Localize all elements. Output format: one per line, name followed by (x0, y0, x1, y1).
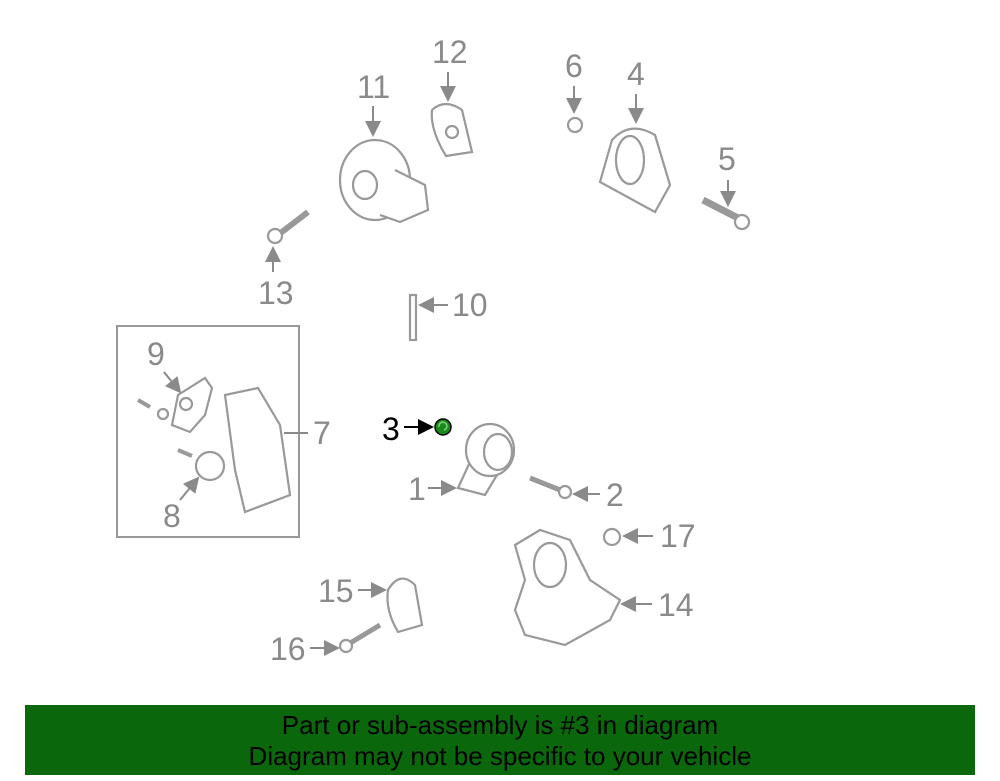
callout-8: 8 (163, 476, 200, 534)
callout-7: 7 (284, 415, 331, 451)
callout-10: 10 (418, 287, 488, 323)
part-17-nut[interactable] (602, 527, 622, 547)
svg-text:16: 16 (270, 631, 306, 667)
svg-text:9: 9 (147, 336, 165, 372)
part-6-nut[interactable] (566, 116, 584, 134)
svg-text:10: 10 (452, 287, 488, 323)
callout-16: 16 (270, 631, 340, 667)
svg-text:1: 1 (408, 471, 426, 507)
svg-text:12: 12 (432, 34, 468, 70)
part-13-bolt[interactable] (266, 209, 310, 245)
callout-13: 13 (258, 246, 294, 311)
callout-2: 2 (572, 477, 624, 513)
part-14-mount[interactable] (513, 528, 622, 647)
callout-1: 1 (408, 471, 457, 507)
callout-17: 17 (622, 518, 696, 554)
part-1-mount[interactable] (456, 422, 516, 497)
callout-3: 3 (382, 411, 434, 447)
part-2-bolt[interactable] (529, 475, 573, 500)
svg-text:2: 2 (606, 477, 624, 513)
callout-5: 5 (718, 141, 736, 207)
callout-9: 9 (147, 336, 182, 394)
callout-14: 14 (620, 587, 694, 623)
svg-text:15: 15 (318, 573, 354, 609)
part-16-bolt[interactable] (338, 622, 382, 654)
svg-text:14: 14 (658, 587, 694, 623)
svg-text:3: 3 (382, 411, 400, 447)
part-15-plate[interactable] (386, 577, 424, 634)
part-10-stud[interactable] (408, 293, 418, 342)
svg-text:17: 17 (660, 518, 696, 554)
svg-text:6: 6 (565, 48, 583, 84)
svg-text:7: 7 (313, 415, 331, 451)
sub-assembly-box (116, 325, 300, 538)
part-3-nut-highlighted[interactable] (434, 418, 452, 436)
banner-line-2: Diagram may not be specific to your vehi… (248, 741, 752, 771)
part-7-bracket[interactable] (223, 386, 292, 514)
callout-4: 4 (627, 56, 645, 124)
svg-text:5: 5 (718, 141, 736, 177)
part-8-bushing[interactable] (177, 448, 226, 482)
svg-text:11: 11 (357, 69, 390, 105)
callout-12: 12 (432, 34, 468, 102)
svg-text:4: 4 (627, 56, 645, 92)
callout-6: 6 (565, 48, 583, 114)
part-5-bolt[interactable] (701, 196, 751, 231)
svg-text:8: 8 (163, 498, 181, 534)
callout-11: 11 (357, 69, 390, 137)
part-11-mount[interactable] (338, 138, 430, 224)
banner-line-1: Part or sub-assembly is #3 in diagram (281, 710, 719, 740)
svg-text:13: 13 (258, 275, 294, 311)
info-banner: Part or sub-assembly is #3 in diagram Di… (25, 705, 975, 775)
part-4-mount[interactable] (598, 127, 672, 214)
callout-15: 15 (318, 573, 387, 609)
part-9-bracket[interactable] (136, 376, 214, 434)
